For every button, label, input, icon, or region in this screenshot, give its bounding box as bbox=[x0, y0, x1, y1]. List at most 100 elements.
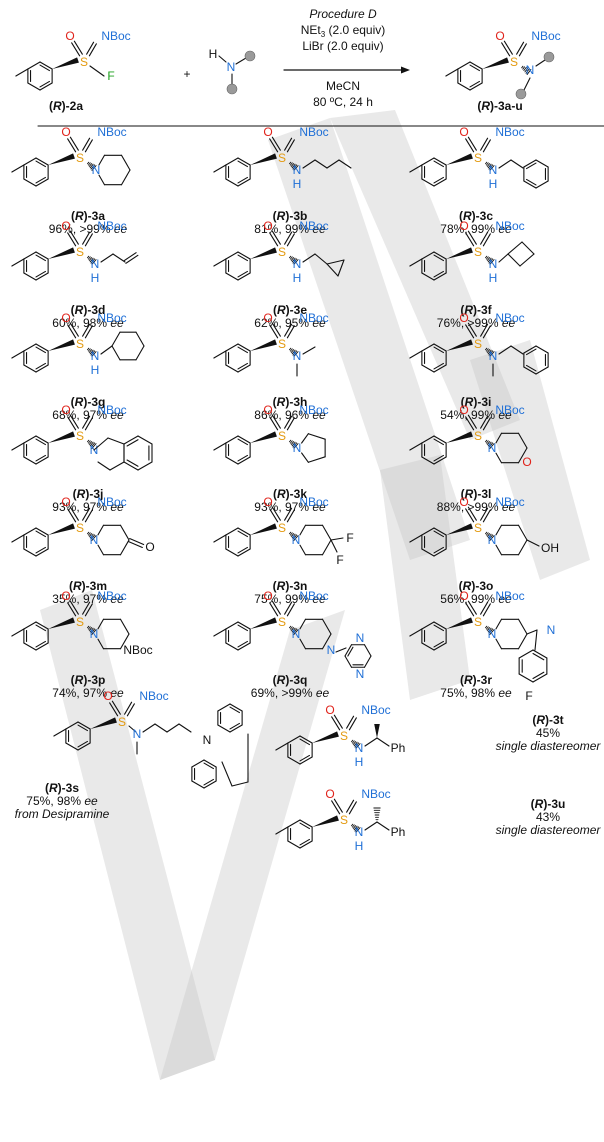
bond bbox=[346, 715, 355, 729]
bond bbox=[517, 618, 528, 635]
bond bbox=[498, 159, 512, 169]
label-part: )-3p bbox=[83, 673, 105, 687]
label-part: )-3u bbox=[543, 797, 565, 811]
ee-unit: ee bbox=[312, 408, 326, 422]
bond bbox=[23, 251, 37, 260]
bond bbox=[516, 41, 525, 55]
bond bbox=[299, 840, 313, 849]
wedge-bond bbox=[52, 57, 79, 69]
bond bbox=[302, 159, 316, 169]
bond bbox=[286, 139, 295, 153]
bond bbox=[71, 42, 81, 57]
nh-hydrogen: H bbox=[91, 271, 100, 285]
bond bbox=[293, 443, 299, 449]
bond bbox=[90, 164, 96, 170]
bond bbox=[517, 447, 528, 464]
bond bbox=[433, 527, 447, 536]
bond bbox=[486, 257, 491, 261]
bond bbox=[299, 838, 311, 846]
product-label: (R)-3b bbox=[273, 209, 308, 223]
ee-unit: ee bbox=[502, 316, 516, 330]
bond bbox=[87, 256, 91, 260]
bond bbox=[84, 417, 93, 431]
bond bbox=[87, 440, 91, 444]
bond bbox=[518, 649, 534, 659]
bond bbox=[525, 364, 537, 372]
bond bbox=[90, 628, 96, 634]
sulfur-atom: S bbox=[76, 615, 84, 629]
sulfur-atom: S bbox=[340, 729, 348, 743]
bond bbox=[482, 509, 491, 523]
bond bbox=[517, 539, 528, 556]
bond bbox=[299, 822, 311, 830]
bond bbox=[237, 254, 249, 262]
bond bbox=[237, 621, 251, 630]
bond bbox=[337, 259, 345, 277]
bond bbox=[409, 258, 423, 267]
pyrimidine-n: N bbox=[356, 631, 365, 645]
label-part: )-3r bbox=[473, 673, 493, 687]
sulfur-atom: S bbox=[76, 151, 84, 165]
nitrogen-atom: N bbox=[489, 163, 498, 177]
bond bbox=[495, 638, 503, 650]
condition-temp-time: 80 ºC, 24 h bbox=[313, 95, 373, 109]
bond bbox=[88, 349, 93, 353]
label-part: )-3n bbox=[285, 579, 307, 593]
bond bbox=[275, 826, 289, 835]
bond bbox=[87, 347, 90, 351]
label-part: )-3o bbox=[471, 579, 493, 593]
condition-additive: LiBr (2.0 equiv) bbox=[302, 39, 383, 53]
bond bbox=[89, 163, 94, 169]
wedge-bond bbox=[48, 247, 75, 259]
bond bbox=[526, 68, 532, 76]
bond bbox=[532, 649, 548, 659]
bond bbox=[97, 461, 111, 471]
label-part: ( bbox=[49, 99, 53, 113]
wedge-bond bbox=[446, 431, 473, 443]
bond bbox=[218, 55, 227, 63]
product-note: single diastereomer bbox=[496, 823, 602, 837]
bond bbox=[237, 272, 251, 281]
bond bbox=[488, 628, 494, 634]
bond bbox=[90, 534, 96, 540]
yield-value: 75%, 99% bbox=[254, 592, 312, 606]
bond bbox=[289, 161, 292, 165]
bond bbox=[213, 258, 227, 267]
bond bbox=[457, 61, 471, 70]
label-part: )-3l bbox=[473, 487, 491, 501]
morpholine-oxygen: O bbox=[522, 455, 531, 469]
label-part: R bbox=[75, 303, 84, 317]
product-yield: 75%, 99% ee bbox=[254, 592, 326, 606]
bond bbox=[480, 137, 489, 151]
bond bbox=[421, 343, 435, 352]
base-equiv: (2.0 equiv) bbox=[325, 23, 385, 37]
product-label: (R)-3k bbox=[273, 487, 307, 501]
bond bbox=[237, 456, 251, 465]
nitrogen-atom: N bbox=[91, 257, 100, 271]
bond bbox=[291, 533, 296, 539]
label-part: )-3b bbox=[285, 209, 307, 223]
bond bbox=[487, 257, 492, 263]
label-part: ( bbox=[459, 579, 463, 593]
bond bbox=[488, 258, 494, 264]
bond bbox=[137, 435, 153, 445]
yield-value: 60%, 98% bbox=[52, 316, 110, 330]
bond bbox=[498, 253, 509, 263]
ee-unit: ee bbox=[316, 686, 330, 700]
nboc-group: NBoc bbox=[97, 403, 126, 417]
bond bbox=[363, 655, 372, 668]
product-yield: 43% bbox=[536, 810, 560, 824]
bond bbox=[84, 603, 93, 617]
bond bbox=[480, 415, 489, 429]
yield-value: 93%, 97% bbox=[52, 500, 110, 514]
bond bbox=[526, 539, 540, 547]
bond bbox=[465, 602, 475, 617]
piperazine-n4: N bbox=[327, 643, 336, 657]
bond bbox=[364, 821, 378, 831]
bond bbox=[321, 618, 332, 635]
nitrogen-atom: N bbox=[293, 349, 302, 363]
